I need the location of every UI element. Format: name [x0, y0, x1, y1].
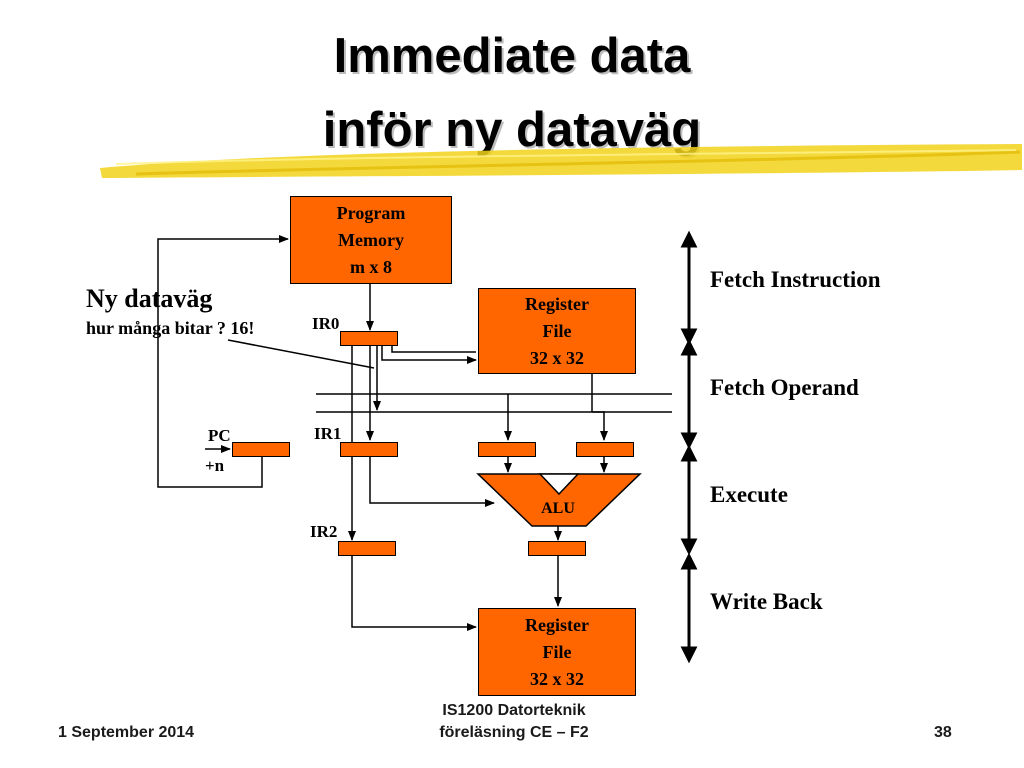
ir1-label: IR1	[314, 424, 342, 443]
alu-label: ALU	[541, 500, 575, 517]
register-file-bottom-line-2: File	[542, 641, 572, 662]
stage-write-back: Write Back	[710, 589, 823, 614]
pc-label: PC	[208, 426, 231, 445]
operand-b-register	[576, 442, 634, 457]
ir0-label: IR0	[312, 314, 340, 333]
alu-notch	[538, 473, 580, 496]
result-register	[528, 541, 586, 556]
annotation-pointer-line	[227, 339, 375, 369]
ir0-register	[340, 331, 398, 346]
program-memory-block: Program Memory m x 8	[290, 196, 452, 284]
stage-fetch-instruction: Fetch Instruction	[710, 267, 881, 292]
register-file-bottom-block: Register File 32 x 32	[478, 608, 636, 696]
pc-register	[232, 442, 290, 457]
register-file-bottom-line-1: Register	[525, 614, 589, 635]
ir2-label: IR2	[310, 522, 338, 541]
stage-fetch-operand: Fetch Operand	[710, 375, 859, 400]
register-file-bottom-line-3: 32 x 32	[530, 668, 584, 689]
ir2-register	[338, 541, 396, 556]
operand-a-register	[478, 442, 536, 457]
alu-shape	[476, 473, 642, 527]
footer-course: IS1200 Datorteknik föreläsning CE – F2	[380, 700, 648, 744]
register-file-top-line-3: 32 x 32	[530, 347, 584, 368]
slide-title-line-1: Immediate data	[333, 29, 691, 83]
program-memory-line-3: m x 8	[350, 256, 392, 277]
ir0-rt-wire	[391, 345, 476, 353]
ir1-to-alu-wire	[369, 456, 495, 507]
ir0-rs-wire	[381, 345, 477, 364]
highlighter-underline	[100, 144, 1022, 178]
pc-increment-label: +n	[205, 456, 225, 475]
footer-course-line-1: IS1200 Datorteknik	[442, 702, 586, 719]
footer-course-line-2: föreläsning CE – F2	[439, 724, 589, 741]
program-memory-line-2: Memory	[338, 229, 404, 250]
footer-date: 1 September 2014	[58, 724, 195, 741]
annotation-question: hur många bitar ? 16!	[86, 318, 255, 338]
register-file-top-block: Register File 32 x 32	[478, 288, 636, 374]
footer-page-number: 38	[934, 724, 952, 741]
pc-to-program-memory-wire	[157, 235, 289, 488]
ir1-register	[340, 442, 398, 457]
program-memory-line-1: Program	[336, 202, 406, 223]
ir2-to-regfile-wire	[351, 556, 477, 631]
register-file-top-line-1: Register	[525, 293, 589, 314]
annotation-heading: Ny dataväg	[86, 284, 213, 313]
regfile-out-b-to-reg	[592, 411, 608, 441]
stage-execute: Execute	[710, 482, 788, 507]
register-file-top-line-2: File	[542, 320, 572, 341]
